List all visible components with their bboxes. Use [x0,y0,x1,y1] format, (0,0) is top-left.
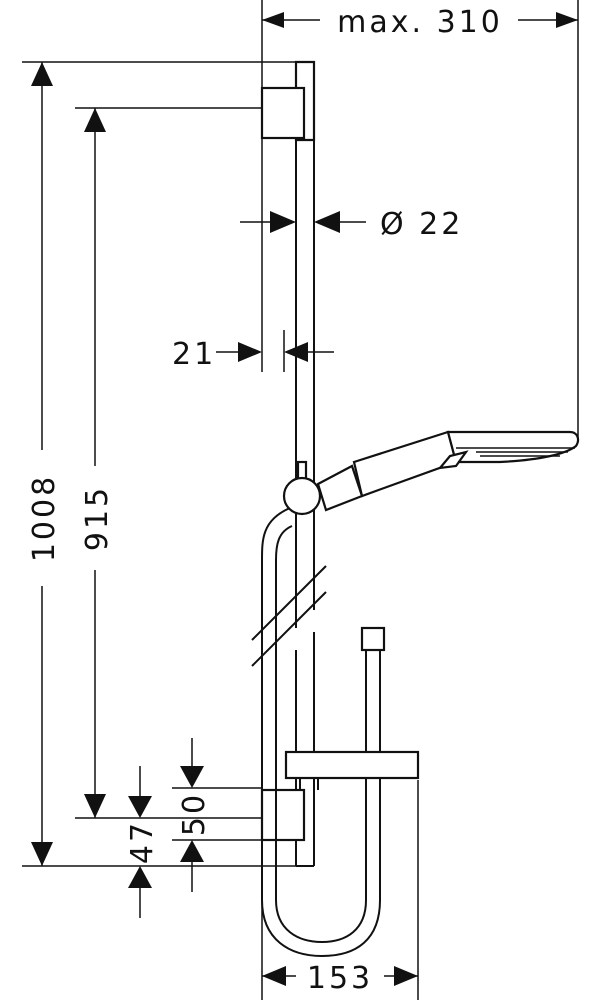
dimension-bracket-spacing: 915 [80,108,115,818]
shower-rail [251,60,327,867]
bottom-wall-bracket [260,788,306,842]
bar-diameter-label: Ø 22 [380,207,463,242]
shelf-offset-label: 50 [177,792,212,836]
max-reach-label: max. 310 [337,5,503,40]
shower-hose [261,507,381,958]
shelf-width-label: 153 [307,961,373,996]
total-height-label: 1008 [27,474,62,562]
dimension-shelf-offset: 50 [177,738,212,892]
top-wall-bracket [260,86,306,140]
dimension-shelf-width: 153 [262,961,418,996]
dimension-total-height: 1008 [27,62,62,866]
dimension-lower-offset: 47 [125,766,160,918]
hand-shower [316,430,580,512]
dimension-max-reach: max. 310 [262,5,578,40]
lower-offset-label: 47 [125,820,160,864]
dimension-bracket-offset: 21 [172,330,334,372]
bracket-offset-label: 21 [172,337,216,372]
shower-shelf [284,750,420,790]
hose-connector [360,626,386,652]
dimension-bar-diameter: Ø 22 [270,207,463,242]
slider-holder [282,460,322,516]
bracket-spacing-label: 915 [80,485,115,551]
